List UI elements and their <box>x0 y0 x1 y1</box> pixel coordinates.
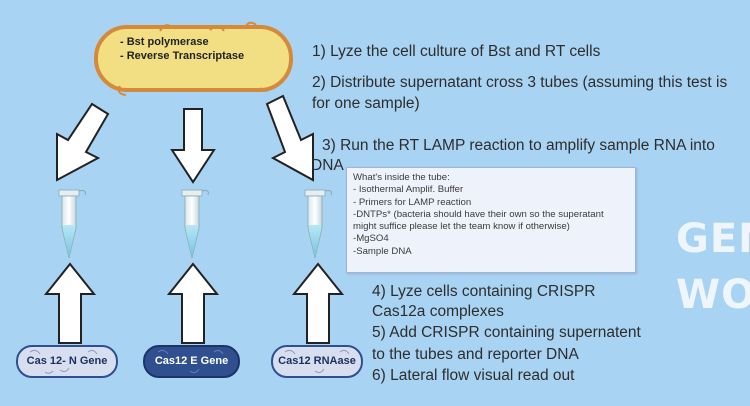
note-title: What's inside the tube: <box>353 172 450 183</box>
step-2-line-2: for one sample) <box>312 95 420 112</box>
step-3-line-2: DNA <box>311 157 344 174</box>
top-item-1: - Bst polymerase <box>120 36 209 48</box>
note-item: -Sample DNA <box>353 245 412 257</box>
step-2-line-1: 2) Distribute supernatant cross 3 tubes … <box>312 74 728 91</box>
tubes <box>58 189 332 259</box>
tube-2 <box>181 189 209 259</box>
up-arrow-2 <box>166 262 220 344</box>
note-item: - Primers for LAMP reaction <box>353 196 472 208</box>
bottom-bacterium-1 <box>16 345 118 378</box>
step-5-line-2: to the tubes and reporter DNA <box>372 346 579 363</box>
tube-contents-note: What's inside the tube: - Isothermal Amp… <box>346 167 636 273</box>
tube-1 <box>58 189 86 259</box>
step-1: 1) Lyze the cell culture of Bst and RT c… <box>312 43 601 60</box>
up-arrow-1 <box>43 262 97 344</box>
step-3-line-1: 3) Run the RT LAMP reaction to amplify s… <box>322 137 715 154</box>
down-arrow-3 <box>265 94 314 182</box>
bacterium-label-rnaase: Cas12 RNAase <box>278 355 356 367</box>
down-arrow-2 <box>170 108 216 184</box>
note-item: -MgSO4 <box>353 233 389 245</box>
top-bacterium <box>94 21 293 96</box>
note-item: -DNTPs* (bacteria should have their own … <box>353 208 604 220</box>
down-arrow-1 <box>56 102 110 182</box>
top-bacterium-list: - Bst polymerase - Reverse Transcriptase <box>120 35 244 63</box>
up-arrow-3 <box>291 262 345 344</box>
step-5-line-1: 5) Add CRISPR containing supernatent <box>372 324 641 341</box>
note-item: might suffice please let the team know i… <box>353 221 570 233</box>
top-item-2: - Reverse Transcriptase <box>120 50 245 62</box>
step-4-line-1: 4) Lyze cells containing CRISPR <box>372 283 596 300</box>
tube-3 <box>304 189 332 259</box>
note-item: - Isothermal Amplif. Buffer <box>353 184 464 196</box>
bacterium-label-n-gene: Cas 12- N Gene <box>26 355 108 367</box>
bottom-bacterium-3 <box>271 345 363 378</box>
side-heading-line-1: GEN <box>676 216 750 262</box>
step-6: 6) Lateral flow visual read out <box>372 367 575 384</box>
side-heading-line-2: WO <box>676 272 750 318</box>
step-4-line-2: Cas12a complexes <box>372 303 504 320</box>
bottom-bacterium-2 <box>143 345 240 378</box>
bacterium-label-e-gene: Cas12 E Gene <box>154 355 229 367</box>
